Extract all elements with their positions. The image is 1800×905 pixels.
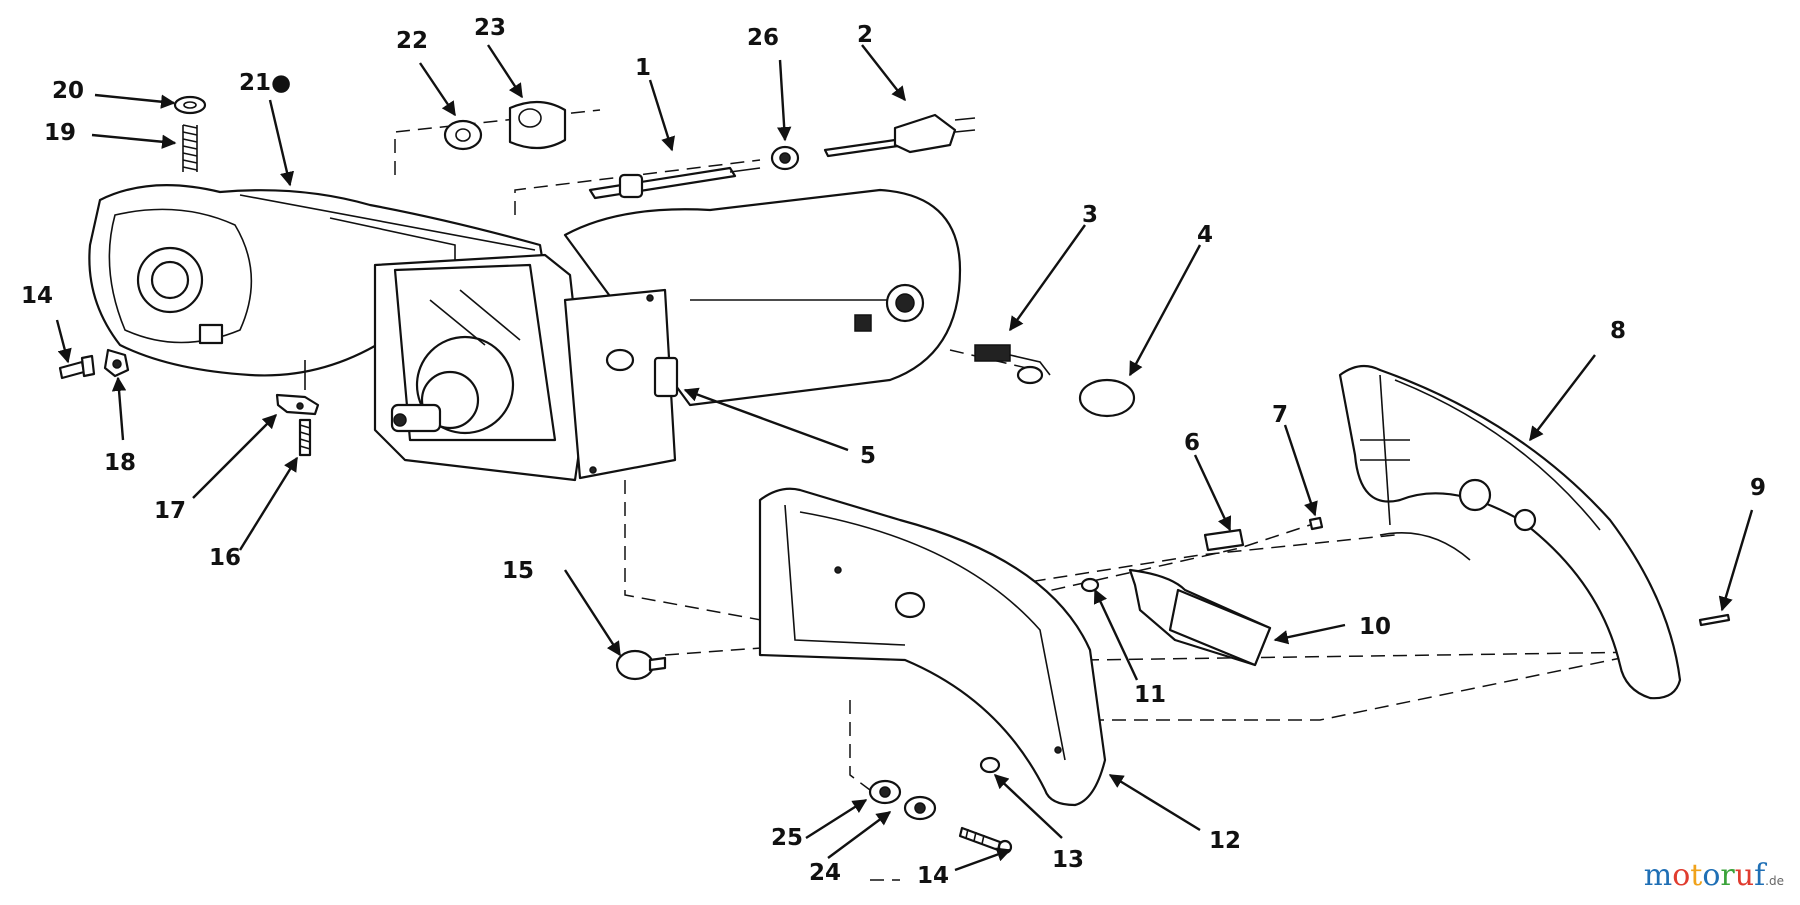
callout-18: 18 xyxy=(104,450,136,476)
alignment-lines xyxy=(394,109,1651,881)
callout-3: 3 xyxy=(1082,202,1098,228)
callout-16: 16 xyxy=(209,545,241,571)
callout-7: 7 xyxy=(1272,402,1288,428)
watermark-letter: o xyxy=(1702,858,1721,893)
callout-25: 25 xyxy=(771,825,803,851)
watermark-text: motoruf xyxy=(1644,858,1765,893)
watermark-letter: u xyxy=(1734,858,1755,893)
watermark-letter: f xyxy=(1754,858,1766,893)
callout-26: 26 xyxy=(747,25,779,51)
callout-19: 19 xyxy=(44,120,76,146)
watermark-letter: m xyxy=(1643,858,1673,893)
watermark-letter: o xyxy=(1672,858,1691,893)
callout-5: 5 xyxy=(860,443,876,469)
callout-13: 13 xyxy=(1052,847,1084,873)
callout-12: 12 xyxy=(1209,828,1241,854)
callout-21: 21● xyxy=(239,70,291,96)
watermark-letter: t xyxy=(1690,858,1703,893)
watermark-suffix: .de xyxy=(1765,874,1784,888)
callout-14a: 14 xyxy=(21,283,53,309)
lower-guard-right xyxy=(1338,364,1682,700)
callout-labels: 1 2 3 4 5 6 7 8 9 10 11 12 13 14 14 15 1… xyxy=(21,15,1766,889)
callout-9: 9 xyxy=(1750,475,1766,501)
callout-24: 24 xyxy=(809,860,841,886)
callout-15: 15 xyxy=(502,558,534,584)
callout-6: 6 xyxy=(1184,430,1200,456)
misc-parts xyxy=(615,516,1731,855)
callout-23: 23 xyxy=(474,15,506,41)
watermark-logo: motoruf.de xyxy=(1644,858,1784,893)
watermark-letter: r xyxy=(1720,858,1735,893)
callout-20: 20 xyxy=(52,78,84,104)
callout-1: 1 xyxy=(635,55,651,81)
shaft-and-fittings xyxy=(443,100,976,200)
lower-guard-left xyxy=(758,487,1107,807)
motor-housing xyxy=(373,188,962,482)
callout-8: 8 xyxy=(1610,318,1626,344)
brush-and-cap xyxy=(974,344,1136,418)
callout-10: 10 xyxy=(1359,614,1391,640)
callout-22: 22 xyxy=(396,28,428,54)
callout-11: 11 xyxy=(1134,682,1166,708)
callout-14b: 14 xyxy=(917,863,949,889)
upper-blade-guard xyxy=(88,184,547,377)
callout-17: 17 xyxy=(154,498,186,524)
leader-lines xyxy=(55,44,1754,872)
callout-4: 4 xyxy=(1197,222,1213,248)
callout-2: 2 xyxy=(857,22,873,48)
